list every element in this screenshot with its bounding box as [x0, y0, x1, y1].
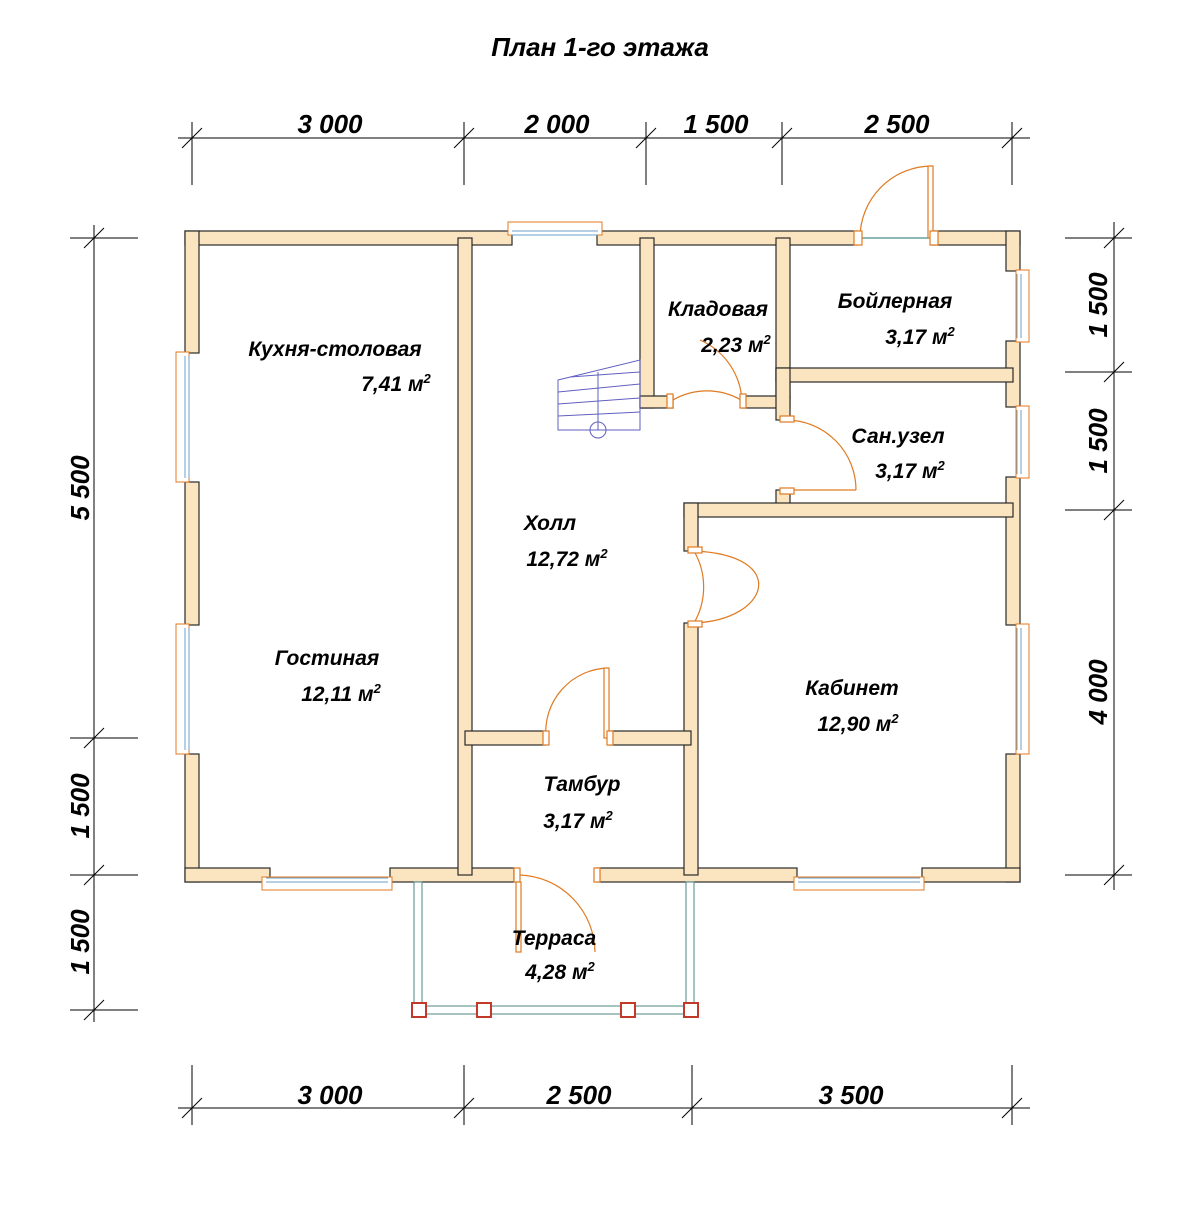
wall-top-mid — [596, 230, 858, 246]
dim-top-2: 2 000 — [523, 109, 590, 139]
room-area-bathroom: 3,17 м2 — [875, 458, 945, 483]
wall-office-left-2 — [683, 622, 699, 876]
dim-right-1: 1 500 — [1083, 272, 1113, 338]
dim-bottom-1: 3 000 — [297, 1080, 363, 1110]
wall-bottom-2 — [389, 867, 515, 883]
room-area-hall: 12,72 м2 — [526, 546, 608, 571]
terrace-rail-right — [685, 881, 695, 1011]
wall-bottom-1 — [184, 867, 271, 883]
door-storage-swing — [672, 390, 742, 401]
room-name-storage: Кладовая — [668, 298, 768, 321]
dim-left-total: 5 500 — [65, 455, 95, 521]
room-area-kitchen: 7,41 м2 — [361, 371, 431, 396]
dim-bottom-3: 3 500 — [818, 1080, 884, 1110]
dim-left-lower-2: 1 500 — [65, 909, 95, 975]
window-boiler — [1015, 269, 1030, 343]
room-name-bathroom: Сан.узел — [851, 425, 944, 448]
wall-boiler-bath — [775, 367, 1014, 383]
room-area-terrace: 4,28 м2 — [524, 959, 595, 984]
room-area-storage: 2,23 м2 — [700, 332, 771, 357]
room-name-office: Кабинет — [805, 677, 898, 700]
stairs — [557, 359, 641, 439]
terrace-post-4 — [683, 1002, 699, 1018]
dim-left-lower-1: 1 500 — [65, 773, 95, 839]
dim-top-1: 3 000 — [297, 109, 363, 139]
room-area-boiler: 3,17 м2 — [885, 324, 955, 349]
dim-top-4: 2 500 — [863, 109, 930, 139]
room-area-vestibule: 3,17 м2 — [543, 808, 613, 833]
wall-kitchen-hall — [457, 237, 473, 876]
door-office-swing — [693, 550, 705, 624]
terrace-post-2 — [476, 1002, 492, 1018]
room-name-kitchen: Кухня-столовая — [248, 338, 421, 361]
doors — [513, 165, 939, 953]
room-area-living: 12,11 м2 — [301, 681, 381, 706]
door-bath-swing — [785, 419, 857, 491]
dim-bottom-2: 2 500 — [545, 1080, 612, 1110]
room-area-office: 12,90 м2 — [817, 711, 899, 736]
terrace-post-1 — [411, 1002, 427, 1018]
wall-vestibule-top-right — [609, 730, 692, 746]
terrace — [411, 881, 699, 1018]
wall-right-3 — [1005, 476, 1021, 626]
room-name-living: Гостиная — [275, 647, 380, 670]
wall-right-4 — [1005, 753, 1021, 883]
wall-left-3 — [184, 753, 200, 883]
wall-left-2 — [184, 481, 200, 626]
dim-right-2: 1 500 — [1083, 408, 1113, 474]
door-entrance-swing — [519, 874, 596, 953]
window-living-bottom — [261, 876, 393, 891]
dim-right-3: 4 000 — [1083, 659, 1113, 726]
door-boiler-swing — [859, 165, 933, 239]
dim-top-3: 1 500 — [683, 109, 749, 139]
wall-left-1 — [184, 230, 200, 354]
dimension-lines — [70, 122, 1132, 1125]
room-name-vestibule: Тамбур — [543, 773, 620, 796]
wall-right-1 — [1005, 230, 1021, 272]
walls — [184, 230, 1021, 883]
windows — [175, 221, 1030, 891]
door-boiler-leaf — [927, 165, 934, 239]
wall-office-left-1 — [683, 502, 699, 552]
terrace-post-3 — [620, 1002, 636, 1018]
door-vestibule-swing — [545, 667, 609, 739]
window-living-left — [175, 623, 190, 755]
window-top-hall — [507, 221, 603, 236]
wall-bottom-4 — [921, 867, 1021, 883]
wall-office-top — [683, 502, 1014, 518]
room-labels: Кухня-столовая 7,41 м2 Гостиная 12,11 м2… — [248, 290, 955, 984]
room-name-terrace: Терраса — [512, 927, 597, 950]
window-kitchen — [175, 351, 190, 483]
window-office-right — [1015, 623, 1030, 755]
plan-title: План 1-го этажа — [491, 32, 709, 62]
window-bath — [1015, 405, 1030, 479]
wall-vestibule-top-left — [464, 730, 547, 746]
terrace-rail-left — [413, 881, 423, 1011]
room-name-boiler: Бойлерная — [838, 290, 953, 313]
room-name-hall: Холл — [523, 512, 576, 535]
wall-storage-left — [639, 237, 655, 409]
window-office-bottom — [793, 876, 925, 891]
wall-bath-left — [775, 367, 791, 421]
